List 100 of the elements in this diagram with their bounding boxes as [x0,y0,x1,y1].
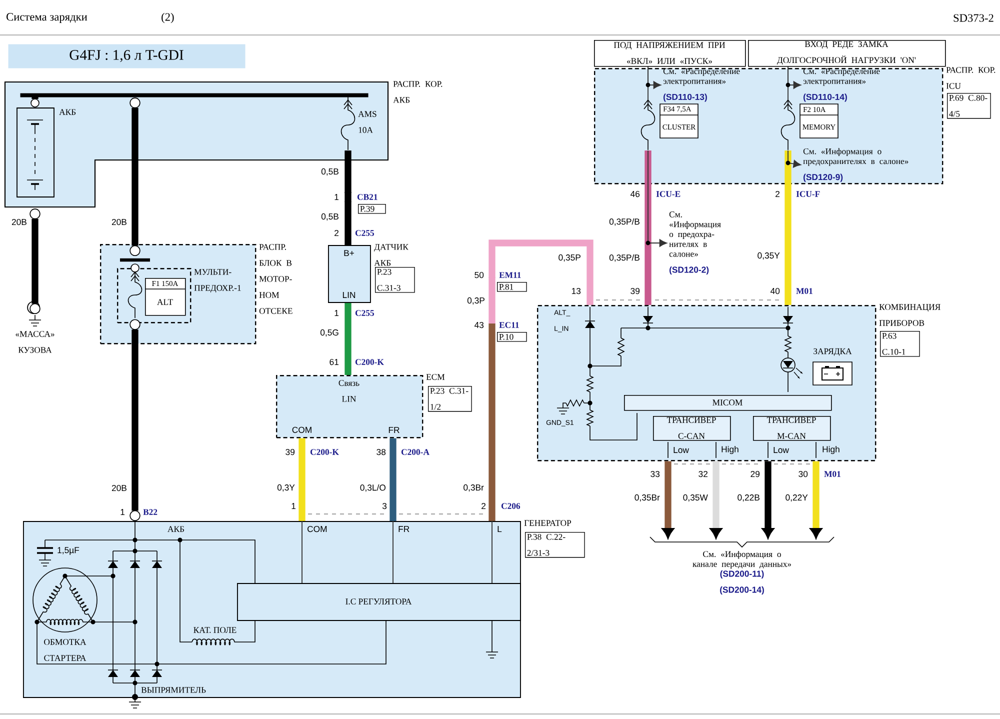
wire [344,202,352,245]
reference-note: См. «Информация о предохра- нителях в салоне» (SD120-2) [669,212,721,274]
page-code: SD373-2 [954,14,994,22]
pin-number: 1 [292,503,296,509]
connector-label: C206 [502,503,520,509]
wire [298,438,306,521]
terminal-label: COM [292,426,312,433]
wire-label: 0,35P/B [609,254,640,262]
pin-number: 43 [474,322,484,328]
pin-number: 30 [798,470,808,478]
connector-label: C255 [356,230,374,236]
pin-number: 33 [650,470,660,478]
pin-number: 46 [630,190,640,198]
reference-note: См. «Распределение электропитания» (SD110-14) [803,68,880,102]
pin-number: 50 [474,272,484,278]
transceiver-box: ТРАНСИВЕР C-CAN [653,416,731,441]
pin-number: 2 [776,191,780,198]
node-label: ДАТЧИК АКБ [374,244,408,266]
arrow [710,461,722,538]
connector-label: C200-K [356,359,384,365]
component-label: КАТ. ПОЛЕ [194,627,236,633]
node-label: МУЛЬТИ- ПРЕДОХР.-1 [194,269,241,293]
arrow [648,66,661,89]
wire [130,319,140,521]
wire-label: 0,22B [738,494,760,502]
pin-number: 1 [120,509,124,515]
arrow [788,150,802,168]
pin-number: 38 [376,448,386,456]
reference-box: P.10 [497,332,527,342]
pin-number: 1 [334,194,338,200]
wire-label: 20B [12,218,26,226]
connector-label: ICU-F [796,191,820,197]
wire [784,150,792,305]
reference-note: См. «Информация о канале передачи данных» (SD200-11) (SD200-14) [650,536,834,594]
terminal-label: COM [308,526,327,532]
component-label: 1,5µF [58,547,80,555]
pin-label: Low [774,446,789,454]
connector-label: C200-K [310,449,339,455]
wire [344,150,352,193]
connector-label: B22 [143,509,158,515]
pin-number: 2 [334,230,338,236]
wire [644,150,652,305]
terminal-label: FR [398,526,410,532]
pin-number: 39 [630,288,640,294]
reference-box: P.39 [358,204,386,214]
wire-label: 0,35W [683,494,708,502]
pin-number: 40 [770,288,780,294]
wire [130,98,140,256]
component-label: ОБМОТКА СТАРТЕРА [44,639,86,661]
wire-label: 0,3Y [277,484,295,492]
page-title: Система зарядки [6,13,88,23]
wire [390,438,396,521]
arrow [762,461,774,538]
arrow [810,461,822,538]
pin-number: 2 [482,503,486,510]
pin-label: Low [674,446,689,454]
arrow [662,461,674,538]
wire-label: 0,5B [321,168,338,176]
header-box: ВХОД РЕДЕ ЗАМКА ДОЛГОСРОЧНОЙ НАГРУЗКИ 'ON' [748,40,946,67]
reference-note: См. «Информация о предохранителях в салоне» (SD120-9) [803,148,908,182]
wire-label: 0,22Y [786,494,808,502]
pin-number: 61 [330,358,338,366]
wire-label: 0,3P [467,297,484,305]
wire [488,324,496,521]
transceiver-box: ТРАНСИВЕР M-CAN [753,416,831,441]
reference-box: P.38 C.22-2/31-3 [525,532,585,558]
connector-label: C200-A [402,449,430,455]
microcontroller-box: MICOM [624,395,832,411]
wire-label: 0,3Br [464,484,484,492]
pin-number: 29 [750,470,760,478]
wire-label: 0,5B [321,213,338,221]
wire-label: 0,35P/B [609,218,640,226]
wire-label: 20B [112,484,126,492]
reference-box: P.23 C.31-3 [375,267,415,293]
header-box: ПОД НАПРЯЖЕНИЕМ ПРИ «ВКЛ» ИЛИ «ПУСК» [594,40,746,67]
connector-label: M01 [796,288,812,294]
bus-bar [20,93,368,98]
connector-label: C255 [356,310,374,316]
node-label: ЗАРЯДКА [814,348,852,356]
pin-number: 32 [698,470,708,478]
wire [392,520,394,584]
terminal-label: FR [388,426,400,433]
reference-box: P.69 C.80-4/5 [947,93,991,119]
wire [344,302,352,375]
arrow [788,66,801,89]
title-band: G4FJ : 1,6 л T-GDI [8,44,246,68]
wire-label: 20B [112,218,126,226]
reference-box: P.63 C.10-1 [880,331,920,357]
wire-label: 0,5G [320,329,338,337]
inline-connector: CB21 [344,192,378,202]
node-label: РАСПР. БЛОК В МОТОР- НОМ ОТСЕКЕ [259,244,292,314]
terminal-label: L [498,526,502,532]
wire-label: 0,35P [558,254,580,262]
connector-label: ICU-E [656,191,680,197]
pin-label: High [722,446,738,454]
charge-lamp-indicator: ЗАРЯДКА [812,348,852,386]
connector-label: M01 [824,471,840,477]
node-label: РАСПР. КОР. ICU [946,67,996,89]
regulator-box: I.C РЕГУЛЯТОРА [237,583,521,621]
wire [30,208,40,314]
